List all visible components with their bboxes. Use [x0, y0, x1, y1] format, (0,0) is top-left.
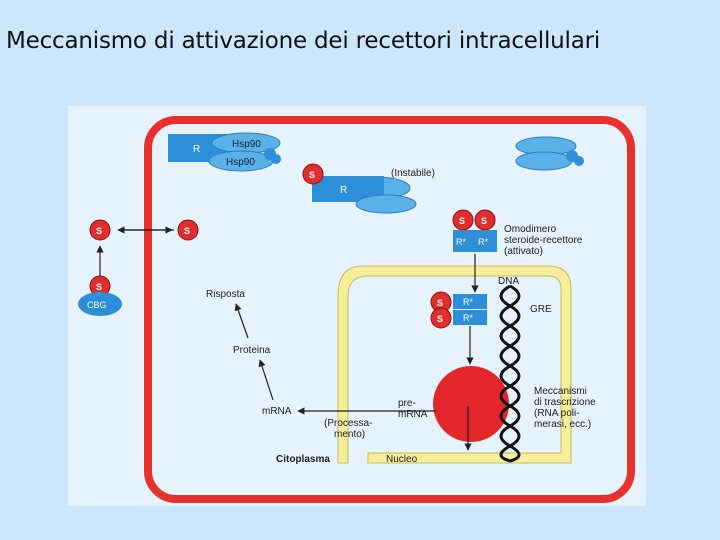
transcription-machinery [433, 366, 509, 442]
homodimer-activated: S S R* R* [452, 209, 497, 252]
dna-label: DNA [498, 276, 519, 287]
svg-text:R*: R* [463, 313, 473, 323]
dna-helix-strand-2 [499, 284, 521, 463]
svg-text:S: S [184, 226, 190, 236]
homodimer-label-3: (attivato) [504, 246, 543, 257]
arrow-mrna-to-protein [258, 359, 274, 401]
mechanisms-label-3: (RNA poli- [534, 408, 580, 419]
unstable-label: (Instabile) [391, 168, 435, 179]
receptor-label: R [193, 144, 200, 155]
svg-text:S: S [96, 226, 102, 236]
mechanisms-label-2: di trascrizione [534, 397, 596, 408]
slide-title: Meccanismo di attivazione dei recettori … [6, 28, 601, 54]
mechanisms-label-1: Meccanismi [534, 386, 587, 397]
free-hsp90 [515, 136, 584, 171]
svg-text:S: S [437, 314, 443, 324]
svg-text:S: S [437, 298, 443, 308]
hsp90-label-2: Hsp90 [226, 157, 255, 168]
gre-label: GRE [530, 304, 552, 315]
mrna-label: mRNA [262, 406, 292, 417]
unstable-receptor: R S (Instabile) [302, 163, 435, 214]
nucleus-label: Nucleo [386, 454, 418, 465]
diagram-figure: R Hsp90 Hsp90 R S (Instabile) S S S [68, 106, 646, 506]
premrna-label-1: pre- [398, 398, 416, 409]
svg-text:S: S [309, 170, 315, 180]
steroid-bound [302, 163, 324, 185]
dna-bound-dimer: S S R* R* [430, 291, 487, 329]
cell-membrane [144, 116, 635, 503]
svg-text:S: S [96, 282, 102, 292]
svg-text:R*: R* [456, 237, 466, 247]
svg-text:R*: R* [478, 237, 488, 247]
response-label: Risposta [206, 289, 245, 300]
homodimer-label-1: Omodimero [504, 224, 557, 235]
diagram-svg: R Hsp90 Hsp90 R S (Instabile) S S S [78, 116, 635, 503]
mechanisms-label-4: merasi, ecc.) [534, 419, 591, 430]
svg-text:S: S [459, 216, 465, 226]
cytoplasm-label: Citoplasma [276, 454, 330, 465]
nuclear-membrane [337, 265, 572, 464]
steroid-outside: S [89, 219, 111, 241]
processing-label-2: mento) [334, 429, 365, 440]
hsp90-knob-2 [271, 154, 281, 164]
cbg-label: CBG [87, 300, 107, 310]
steroid-inside: S [177, 219, 199, 241]
dna-helix [499, 284, 521, 463]
cbg-complex: S CBG [78, 275, 122, 316]
receptor-hsp90-complex: R Hsp90 Hsp90 [168, 132, 281, 172]
hsp90-label-1: Hsp90 [232, 139, 261, 150]
arrow-protein-to-response [234, 303, 249, 339]
processing-label-1: (Processa- [324, 418, 372, 429]
unstable-receptor-label: R [340, 185, 347, 196]
protein-label: Proteina [233, 345, 271, 356]
homodimer-label-2: steroide-recettore [504, 235, 583, 246]
svg-text:S: S [481, 216, 487, 226]
svg-text:R*: R* [463, 297, 473, 307]
premrna-label-2: mRNA [398, 409, 428, 420]
